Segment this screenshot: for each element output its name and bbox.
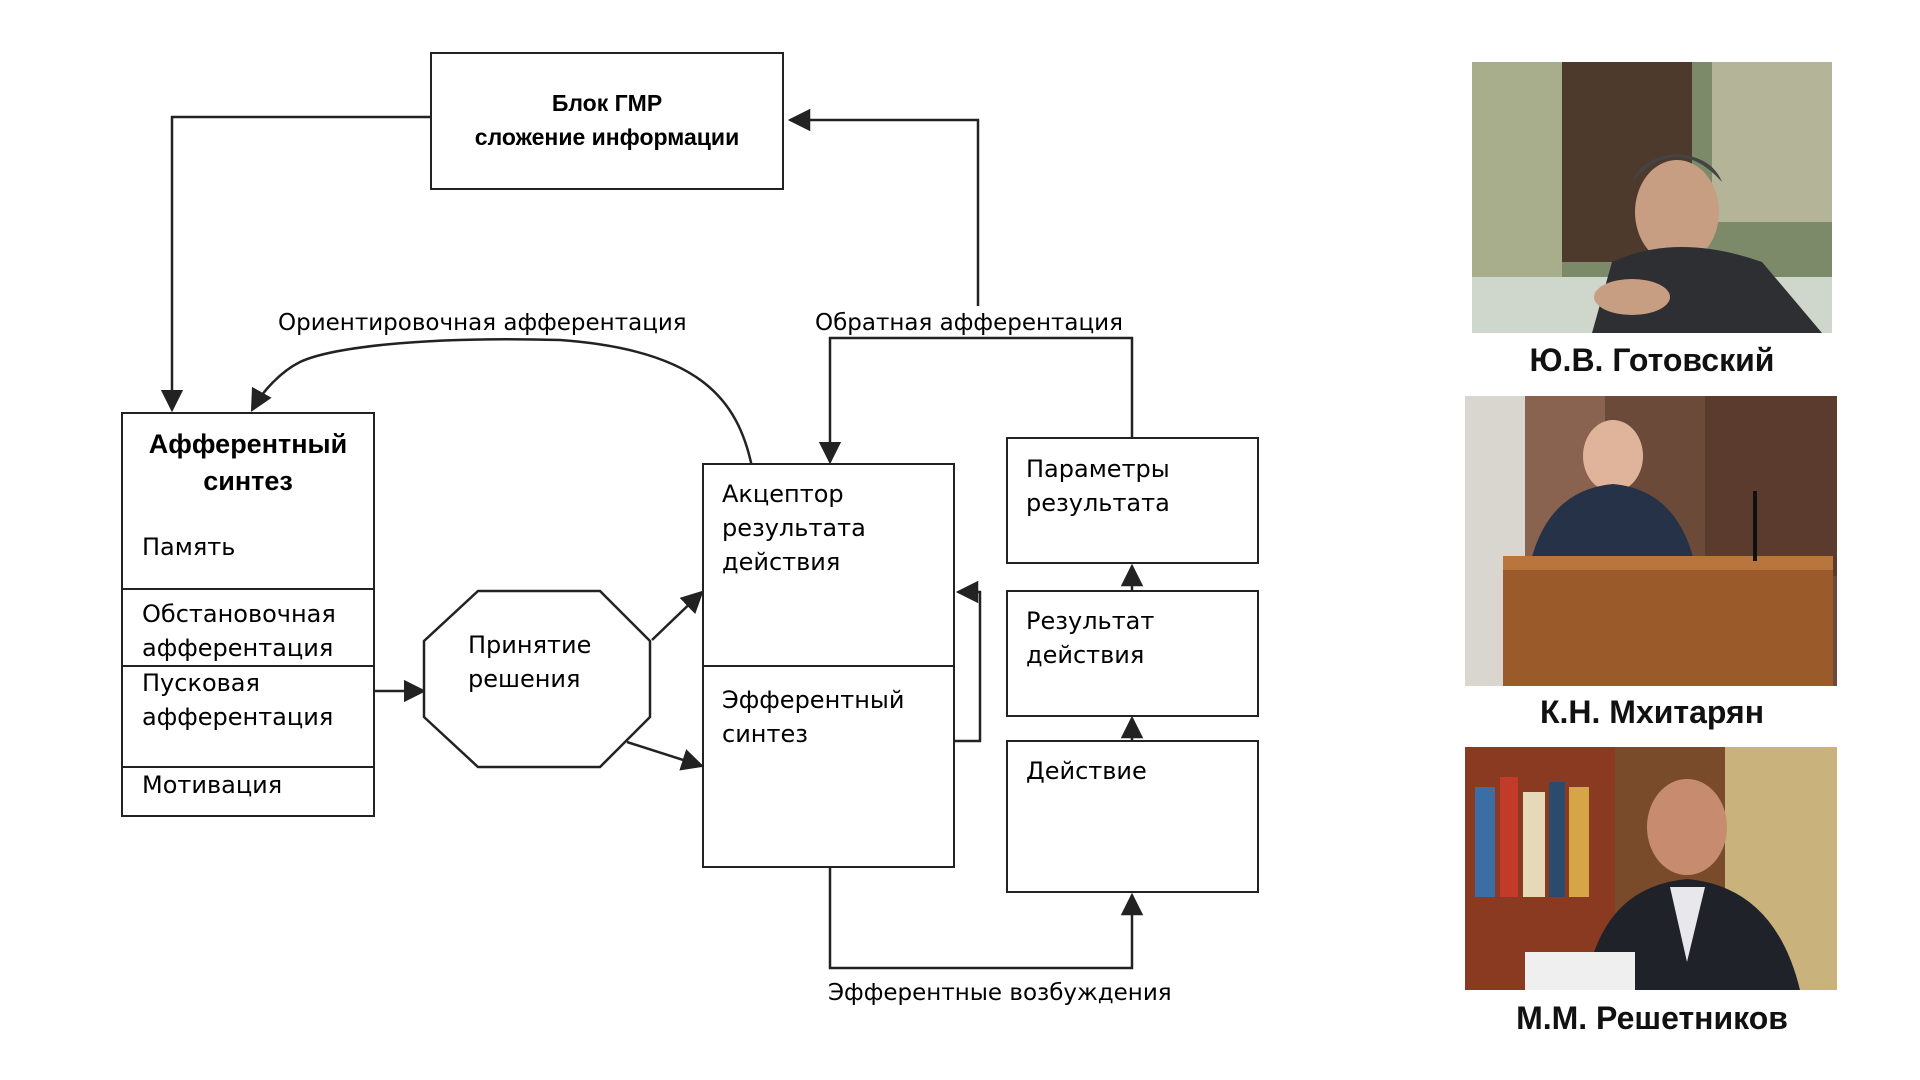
result-params-block xyxy=(1006,437,1259,564)
situational-afferentation-label: Обстановочная афферентация xyxy=(142,600,336,662)
decision-label: Принятие решения xyxy=(468,631,592,693)
decision-octagon xyxy=(422,589,652,769)
afferent-divider-1 xyxy=(121,588,375,590)
feedback-afferentation-label: Обратная афферентация xyxy=(815,310,1123,336)
acceptor-divider xyxy=(702,665,955,667)
orienting-afferentation-arrow xyxy=(250,337,754,468)
action-result-label: Результат действия xyxy=(1026,607,1155,669)
gmr-to-afferent-arrow xyxy=(160,115,432,413)
memory-label: Память xyxy=(142,533,236,561)
gmr-block-label: Блок ГМР сложение информации xyxy=(474,90,740,150)
action-label: Действие xyxy=(1026,757,1147,785)
result-params-label: Параметры результата xyxy=(1026,455,1170,517)
efferent-synthesis-label: Эфферентный синтез xyxy=(722,686,905,748)
portrait-name-2: К.Н. Мхитарян xyxy=(1539,694,1765,730)
feedback-afferentation-arrow xyxy=(818,336,1134,465)
trigger-afferentation-label: Пусковая афферентация xyxy=(142,669,334,731)
action-block xyxy=(1006,740,1259,893)
acceptor-label: Акцептор результата действия xyxy=(722,480,866,576)
afferent-synthesis-title: Афферентный синтез xyxy=(148,429,348,496)
action-result-block xyxy=(1006,590,1259,717)
portrait-name-3: М.М. Решетников xyxy=(1516,1000,1788,1036)
afferent-divider-2 xyxy=(121,665,375,667)
afferent-divider-3 xyxy=(121,766,375,768)
decision-to-efferent-arrow xyxy=(626,740,705,771)
portrait-photo-3 xyxy=(1465,747,1837,990)
decision-to-acceptor-arrow xyxy=(651,590,704,641)
efferent-to-acceptor-arrow xyxy=(953,580,982,743)
portrait-photo-2 xyxy=(1465,396,1837,686)
afferent-synthesis-block xyxy=(121,412,375,817)
efferent-excitations-label: Эфферентные возбуждения xyxy=(828,980,1172,1006)
orienting-afferentation-label: Ориентировочная афферентация xyxy=(278,310,687,336)
feedback-to-gmr-arrow xyxy=(787,108,980,306)
portrait-name-1: Ю.В. Готовский xyxy=(1529,342,1775,378)
efferent-excitations-arrow xyxy=(828,868,1144,970)
gmr-block xyxy=(430,52,784,190)
portrait-photo-1 xyxy=(1472,62,1832,333)
motivation-label: Мотивация xyxy=(142,771,283,799)
